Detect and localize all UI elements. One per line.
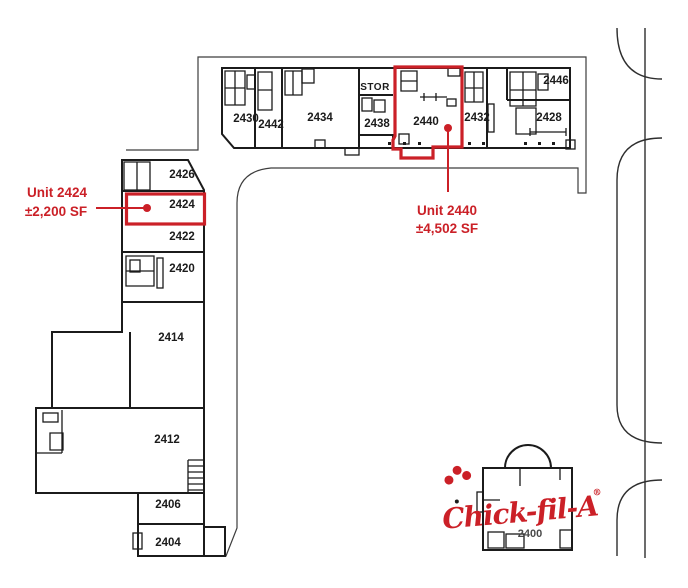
logo-comb-icon xyxy=(462,471,472,481)
unit-label-2420: 2420 xyxy=(169,263,195,275)
unit-label-2440: 2440 xyxy=(413,116,439,128)
outparcel-building: 2400 Chick-fil-A ® xyxy=(441,444,602,551)
strip-dividers xyxy=(254,68,570,148)
strip-interior-details xyxy=(224,67,576,156)
top-strip-building xyxy=(221,67,576,156)
callout-2440-title: Unit 2440 xyxy=(417,203,477,218)
canopy-column-dots xyxy=(388,142,555,145)
callout-unit-2424: Unit 2424 ±2,200 SF xyxy=(25,185,151,219)
unit-label-2422: 2422 xyxy=(169,231,195,243)
logo-eye-icon xyxy=(454,499,459,504)
road-curb-top xyxy=(616,27,663,80)
unit-label-2434: 2434 xyxy=(307,112,333,124)
left-building-dividers xyxy=(52,190,205,556)
callout-2424-area: ±2,200 SF xyxy=(25,204,87,219)
unit-2440-highlight xyxy=(391,65,464,160)
callout-2424-title: Unit 2424 xyxy=(27,185,88,200)
road-curb-bottom xyxy=(616,479,663,556)
unit-label-stor: STOR xyxy=(360,82,390,93)
logo-comb-icon xyxy=(444,475,454,485)
unit-label-2432: 2432 xyxy=(464,112,490,124)
unit-label-2412: 2412 xyxy=(154,434,180,446)
unit-label-2414: 2414 xyxy=(158,332,184,344)
brand-wordmark: Chick-fil-A xyxy=(441,489,599,535)
outparcel-dome xyxy=(504,444,552,469)
unit-label-2428: 2428 xyxy=(536,112,562,124)
registered-mark: ® xyxy=(592,488,602,499)
unit-labels: 2430 2442 2434 STOR 2438 2440 2432 2428 … xyxy=(154,75,569,549)
left-interior-details xyxy=(37,161,203,550)
unit-label-2430: 2430 xyxy=(233,113,259,125)
unit-label-2442: 2442 xyxy=(258,119,284,131)
road-curb-middle xyxy=(616,137,663,444)
outparcel-unit-number: 2400 xyxy=(518,528,542,540)
unit-label-2404: 2404 xyxy=(155,537,181,549)
road-curb-lines xyxy=(616,27,663,558)
boundary-outline xyxy=(126,56,587,557)
logo-comb-icon xyxy=(452,465,462,475)
strip-2438-front xyxy=(358,134,394,148)
unit-label-2446: 2446 xyxy=(543,75,569,87)
left-column-building xyxy=(35,159,226,557)
unit-label-2438: 2438 xyxy=(364,118,390,130)
chick-fil-a-logo: Chick-fil-A ® xyxy=(441,465,602,536)
callout-2440-area: ±4,502 SF xyxy=(416,221,478,236)
unit-label-2406: 2406 xyxy=(155,499,181,511)
callout-2424-leader-dot xyxy=(143,204,151,212)
lease-boundary-lines xyxy=(126,56,587,557)
callout-unit-2440: Unit 2440 ±4,502 SF xyxy=(416,124,478,236)
outparcel-interior-details xyxy=(476,468,573,549)
callout-2440-leader-dot xyxy=(444,124,452,132)
unit-label-2426: 2426 xyxy=(169,169,195,181)
unit-label-2424: 2424 xyxy=(169,199,195,211)
outparcel-outline xyxy=(482,467,573,551)
